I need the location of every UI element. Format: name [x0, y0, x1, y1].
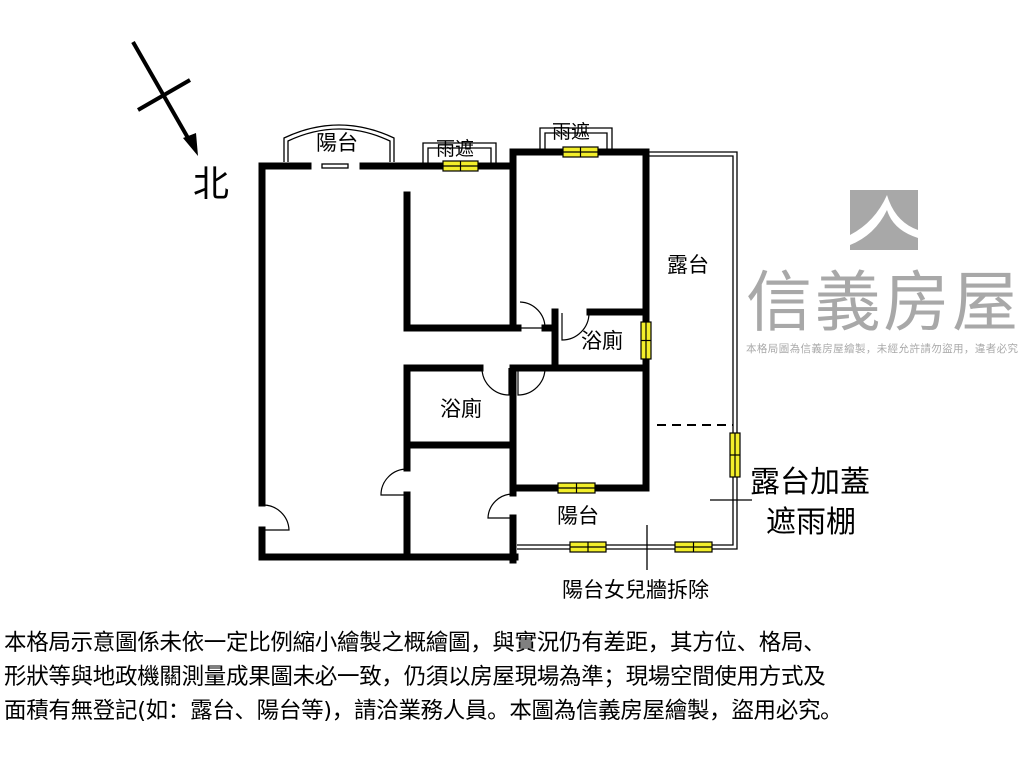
door-bath-right — [561, 312, 590, 341]
disclaimer-line: 本格局示意圖係未依一定比例縮小繪製之概繪圖，與實況仍有差距，其方位、格局、 — [4, 630, 826, 656]
label-terrace: 露台 — [667, 253, 709, 277]
watermark: 信義房屋 本格局圖為信義房屋繪製，未經允許請勿盜用，違者必究 — [746, 190, 1019, 355]
disclaimer-line: 面積有無登記(如：露台、陽台等)，請洽業務人員。本圖為信義房屋繪製，盜用必究。 — [4, 698, 843, 724]
doors[interactable] — [261, 301, 590, 531]
label-bath-right: 浴廁 — [581, 329, 623, 353]
door-hall — [517, 367, 546, 396]
brand-logo — [850, 190, 918, 250]
door-bath-left — [481, 367, 510, 396]
compass: 北 — [131, 41, 229, 205]
walls — [258, 148, 650, 564]
watermark-notice: 本格局圖為信義房屋繪製，未經允許請勿盜用，違者必究 — [746, 342, 1019, 355]
door-bottom — [487, 493, 514, 519]
label-balcony-top: 陽台 — [316, 131, 358, 155]
disclaimer: 本格局示意圖係未依一定比例縮小繪製之概繪圖，與實況仍有差距，其方位、格局、 形狀… — [4, 626, 1024, 728]
door-left — [380, 468, 408, 496]
label-canopy-left: 雨遮 — [436, 138, 474, 160]
label-terrace-roof-1: 露台加蓋 — [750, 465, 870, 500]
window — [729, 432, 741, 478]
window — [640, 321, 652, 360]
disclaimer-line: 形狀等與地政機關測量成果圖未必一致，仍須以房屋現場為準；現場空間使用方式及 — [4, 664, 826, 690]
window — [557, 482, 596, 494]
railings — [283, 124, 752, 570]
window — [674, 541, 713, 553]
door-room — [519, 301, 546, 329]
label-bath-left: 浴廁 — [440, 397, 482, 421]
window — [569, 541, 607, 553]
window — [442, 160, 479, 172]
watermark-brand: 信義房屋 — [746, 264, 1018, 341]
north-label: 北 — [193, 164, 229, 205]
label-parapet-removed: 陽台女兒牆拆除 — [562, 578, 709, 602]
label-terrace-roof-2: 遮雨棚 — [766, 505, 856, 540]
label-canopy-right: 雨遮 — [552, 121, 590, 143]
label-balcony-bottom: 陽台 — [557, 504, 599, 528]
windows — [442, 146, 741, 553]
door-entry — [261, 504, 290, 531]
window — [562, 146, 599, 158]
room-labels: 陽台 雨遮 雨遮 露台 浴廁 浴廁 陽台 露台加蓋 遮雨棚 陽台女兒牆拆除 — [316, 121, 870, 602]
